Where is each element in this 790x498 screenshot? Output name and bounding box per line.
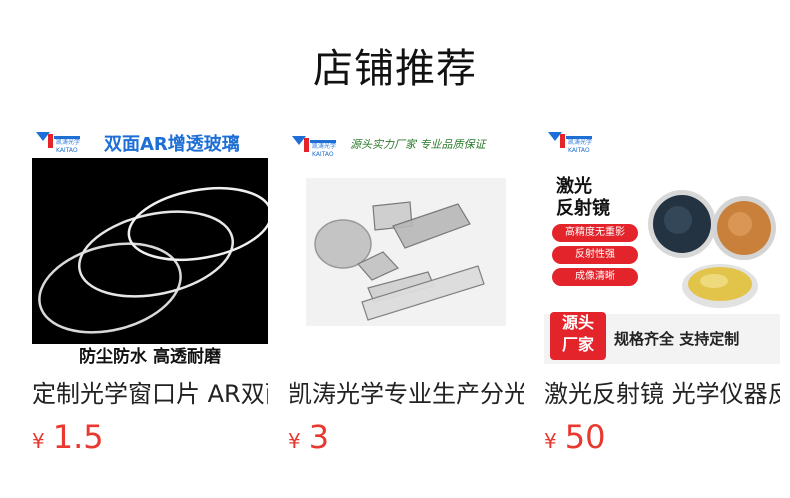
glass-slides-photo (306, 178, 506, 326)
banner-slogan: 源头实力厂家 专业品质保证 (350, 138, 486, 151)
brand-logo-icon: 凯涛光学 KAITAO (36, 132, 80, 154)
brand-latin: KAITAO (312, 151, 334, 158)
feature-pill: 高精度无重影 (552, 224, 638, 242)
product-name[interactable]: 凯涛光学专业生产分光片 (288, 380, 524, 408)
price-value: 1.5 (52, 418, 104, 456)
brand-name: 凯涛光学 (312, 142, 336, 150)
mirrors-photo (648, 190, 776, 308)
brand-name: 凯涛光学 (568, 138, 592, 146)
product-price: ¥3 (288, 418, 329, 456)
product-heading: 激光 反射镜 (556, 176, 610, 220)
currency-symbol: ¥ (288, 429, 301, 453)
image-caption: 防尘防水 高透耐磨 (79, 347, 221, 364)
section-title: 店铺推荐 (313, 46, 477, 92)
product-banner: 凯涛光学 KAITAO 双面AR增透玻璃 (32, 128, 268, 158)
brand-name: 凯涛光学 (56, 138, 80, 146)
banner-headline: 双面AR增透玻璃 (104, 134, 240, 155)
brand-logo-icon: 凯涛光学 KAITAO (548, 132, 592, 154)
badge-line-1: 源头 (561, 313, 594, 332)
product-image[interactable]: 凯涛光学 KAITAO 激光 反射镜 高精度无重影 反射性强 成像清晰 源头 厂… (544, 128, 780, 364)
heading-line-2: 反射镜 (556, 198, 610, 219)
factory-badge: 源头 厂家 (550, 312, 606, 360)
feature-pill: 成像清晰 (552, 268, 638, 286)
product-name[interactable]: 激光反射镜 光学仪器反射镜 (544, 380, 780, 408)
brand-logo-icon: 凯涛光学 KAITAO (292, 136, 336, 158)
product-image[interactable]: 凯涛光学 KAITAO 源头实力厂家 专业品质保证 (288, 128, 524, 364)
currency-symbol: ¥ (32, 429, 45, 453)
product-price: ¥50 (544, 418, 605, 456)
promo-tagline: 规格齐全 支持定制 (614, 330, 740, 348)
badge-line-2: 厂家 (561, 335, 594, 354)
feature-pill: 反射性强 (552, 246, 638, 264)
product-name[interactable]: 定制光学窗口片 AR双面增透玻璃 (32, 380, 268, 408)
price-value: 50 (564, 418, 606, 456)
brand-latin: KAITAO (568, 147, 590, 154)
currency-symbol: ¥ (544, 429, 557, 453)
price-value: 3 (308, 418, 330, 456)
heading-line-1: 激光 (556, 176, 592, 197)
product-image[interactable]: 凯涛光学 KAITAO 双面AR增透玻璃 防尘防水 高透耐磨 (32, 128, 268, 364)
brand-latin: KAITAO (56, 147, 78, 154)
promo-strip: 源头 厂家 规格齐全 支持定制 (544, 312, 780, 364)
product-price: ¥1.5 (32, 418, 104, 456)
glass-discs-photo (32, 158, 268, 344)
